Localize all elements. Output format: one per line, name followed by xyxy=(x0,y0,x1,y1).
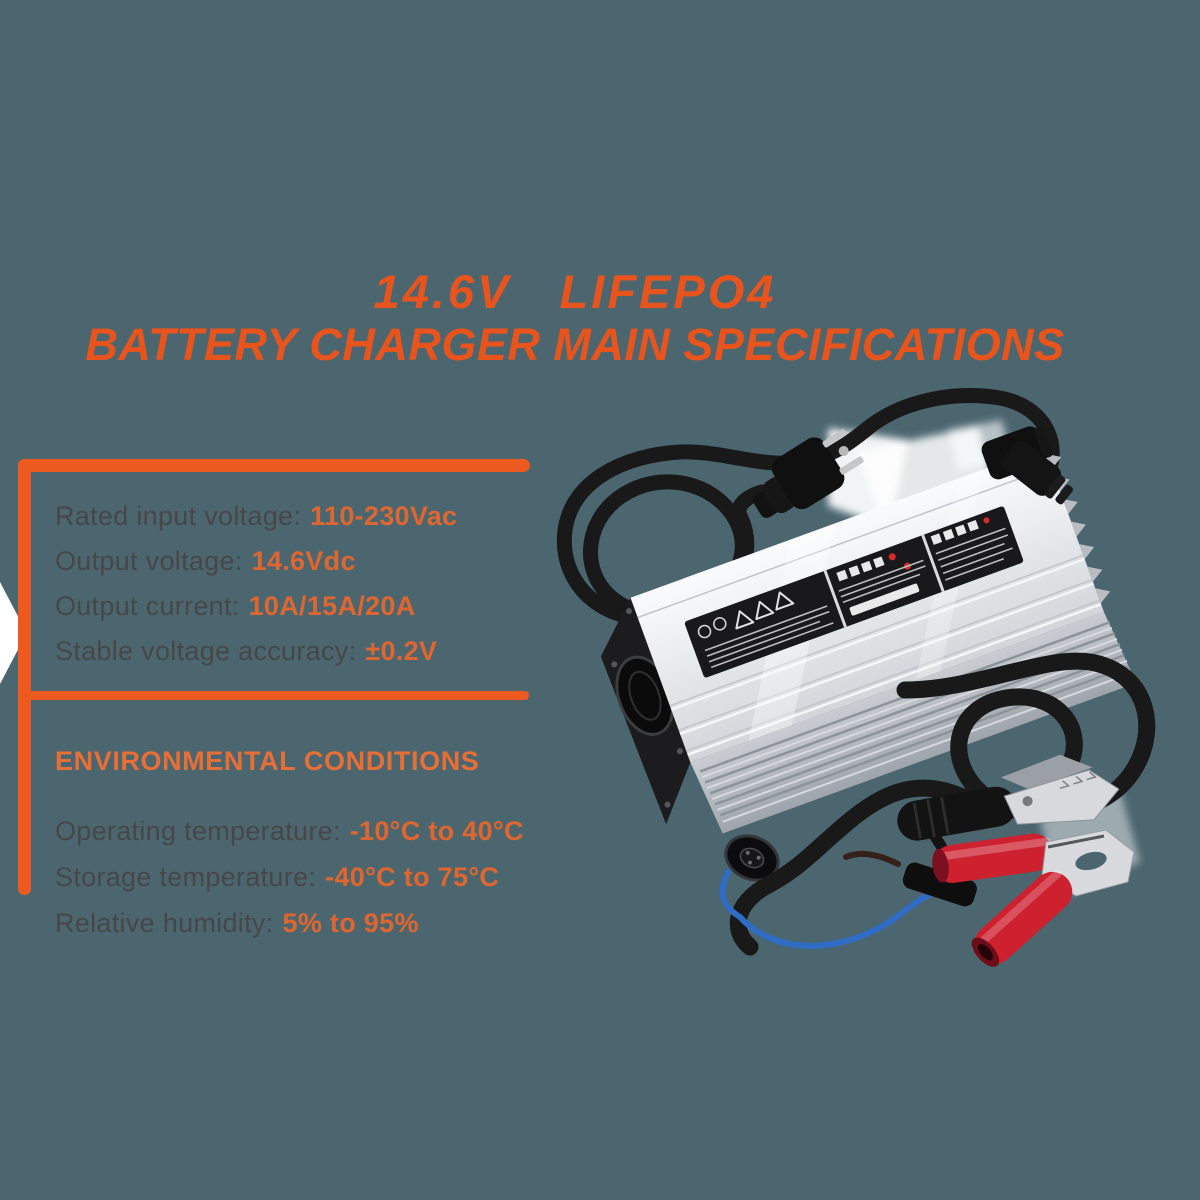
cert-mark-icon xyxy=(697,624,712,639)
spec-label: Rated input voltage: xyxy=(55,501,302,531)
environmental-conditions: ENVIRONMENTAL CONDITIONS Operating tempe… xyxy=(55,714,524,946)
env-row-operating-temperature: Operating temperature: -10°C to 40°C xyxy=(55,808,524,854)
env-row-storage-temperature: Storage temperature: -40°C to 75°C xyxy=(55,854,524,900)
jaw-gap xyxy=(1047,834,1105,849)
panel-divider xyxy=(20,691,529,700)
plug-prong xyxy=(839,456,864,475)
output-connector xyxy=(724,834,780,882)
label-icons xyxy=(836,556,885,582)
spec-row-output-current: Output current: 10A/15A/20A xyxy=(55,584,457,629)
top-ridges xyxy=(637,466,1100,752)
spec-list: Rated input voltage: 110-230Vac Output v… xyxy=(55,494,457,674)
spec-value: ±0.2V xyxy=(365,636,438,666)
cert-mark-icon xyxy=(713,617,727,631)
specification-labels xyxy=(684,506,1024,678)
environment-header: ENVIRONMENTAL CONDITIONS xyxy=(55,745,480,776)
iec-plug xyxy=(1002,441,1074,505)
screw-icon xyxy=(676,748,683,755)
label-text-lines xyxy=(704,605,834,669)
fin-edge-serration xyxy=(1046,453,1111,604)
plug-ground-pin xyxy=(838,446,849,457)
env-row-relative-humidity: Relative humidity: 5% to 95% xyxy=(55,900,524,946)
label-icons xyxy=(930,520,979,545)
spec-value: 5% to 95% xyxy=(282,907,419,938)
plug-prong xyxy=(822,429,847,448)
spec-value: 110-230Vac xyxy=(310,501,458,531)
screw-icon xyxy=(611,661,618,668)
screw-icon xyxy=(625,608,632,615)
top-ridge-highlights xyxy=(638,469,1102,756)
title-line1: 14.6V LIFEPO4 xyxy=(373,265,777,318)
spec-label: Output current: xyxy=(55,591,240,621)
led-indicator-dot xyxy=(983,517,990,524)
dc-output-cable xyxy=(729,652,1156,956)
jaw-hole xyxy=(1075,851,1107,871)
label-blank-bar xyxy=(849,583,920,616)
page-title: 14.6V LIFEPO4 BATTERY CHARGER MAIN SPECI… xyxy=(0,268,1150,368)
spec-label: Stable voltage accuracy: xyxy=(55,636,357,666)
spec-value: -10°C to 40°C xyxy=(349,815,524,846)
black-alligator-clip xyxy=(897,754,1120,841)
clip-pivot xyxy=(1022,796,1033,807)
spec-row-voltage-accuracy: Stable voltage accuracy: ±0.2V xyxy=(55,629,457,674)
spec-value: 14.6Vdc xyxy=(251,546,356,576)
panel-left-border xyxy=(18,459,31,895)
label-text-lines xyxy=(838,559,926,604)
cable-junction xyxy=(902,862,977,907)
brown-wire xyxy=(843,850,901,867)
warning-triangle-icon xyxy=(735,591,795,630)
heatsink-fin-highlights xyxy=(701,627,1132,823)
blue-wire xyxy=(719,869,948,949)
spec-value: 10A/15A/20A xyxy=(248,591,416,621)
led-indicator-dot xyxy=(888,553,896,561)
spec-row-input-voltage: Rated input voltage: 110-230Vac xyxy=(55,494,457,539)
spec-label: Operating temperature: xyxy=(55,815,341,846)
title-line2: BATTERY CHARGER MAIN SPECIFICATIONS xyxy=(85,318,1065,370)
panel-top-border xyxy=(18,459,530,472)
us-plug xyxy=(753,429,864,518)
red-alligator-clip xyxy=(932,829,1135,967)
spec-row-output-voltage: Output voltage: 14.6Vdc xyxy=(55,539,457,584)
spec-label: Output voltage: xyxy=(55,546,243,576)
spec-label: Storage temperature: xyxy=(55,861,317,892)
spec-value: -40°C to 75°C xyxy=(325,861,500,892)
spec-label: Relative humidity: xyxy=(55,907,274,938)
clip-teeth xyxy=(1059,771,1097,790)
screw-icon xyxy=(664,801,671,808)
fan-ring xyxy=(628,670,662,721)
label-text-lines xyxy=(935,527,1013,581)
